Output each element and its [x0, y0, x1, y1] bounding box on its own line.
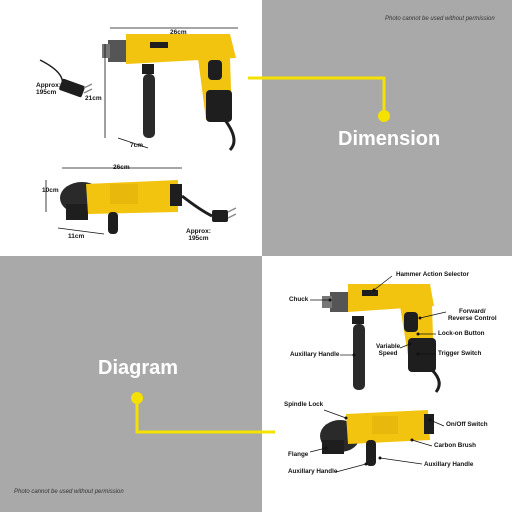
- grinder-depth-label: 11cm: [68, 233, 85, 240]
- label-auxillary-handle-grinder-right: Auxillary Handle: [424, 461, 474, 468]
- drill-cord-label: Approx: 195cm: [36, 82, 61, 96]
- label-lock-on-button: Lock-on Button: [438, 330, 485, 337]
- grinder-dimension-illustration: [45, 167, 237, 235]
- drill-depth-label: 7cm: [130, 142, 144, 149]
- grinder-width-label: 26cm: [113, 164, 130, 171]
- label-hammer-action-selector: Hammer Action Selector: [396, 271, 469, 278]
- label-auxillary-handle-grinder-left: Auxillary Handle: [288, 468, 338, 475]
- drill-height-label: 21cm: [85, 95, 102, 102]
- grinder-cord-label: Approx: 195cm: [186, 228, 211, 242]
- watermark-text: Photo cannot be used without permission: [385, 16, 495, 22]
- label-trigger-switch: Trigger Switch: [438, 350, 482, 357]
- grinder-height-label: 10cm: [42, 187, 59, 194]
- dimension-title-panel: [262, 0, 512, 256]
- watermark-text: Photo cannot be used without permission: [14, 489, 124, 495]
- label-flange: Flange: [288, 451, 309, 458]
- label-auxillary-handle-drill: Auxillary Handle: [290, 351, 340, 358]
- label-variable-speed: Variable Speed: [376, 343, 401, 357]
- label-carbon-brush: Carbon Brush: [434, 442, 476, 449]
- diagram-title: Diagram: [98, 357, 179, 379]
- label-chuck: Chuck: [289, 296, 309, 303]
- label-forward-reverse: Forward/ Reverse Control: [448, 308, 497, 322]
- drill-dimension-illustration: [39, 27, 238, 152]
- dimension-title: Dimension: [338, 128, 441, 150]
- diagram-title-panel: [0, 256, 262, 512]
- drill-width-label: 26cm: [170, 29, 187, 36]
- label-spindle-lock: Spindle Lock: [284, 401, 324, 408]
- label-on-off-switch: On/Off Switch: [446, 421, 488, 428]
